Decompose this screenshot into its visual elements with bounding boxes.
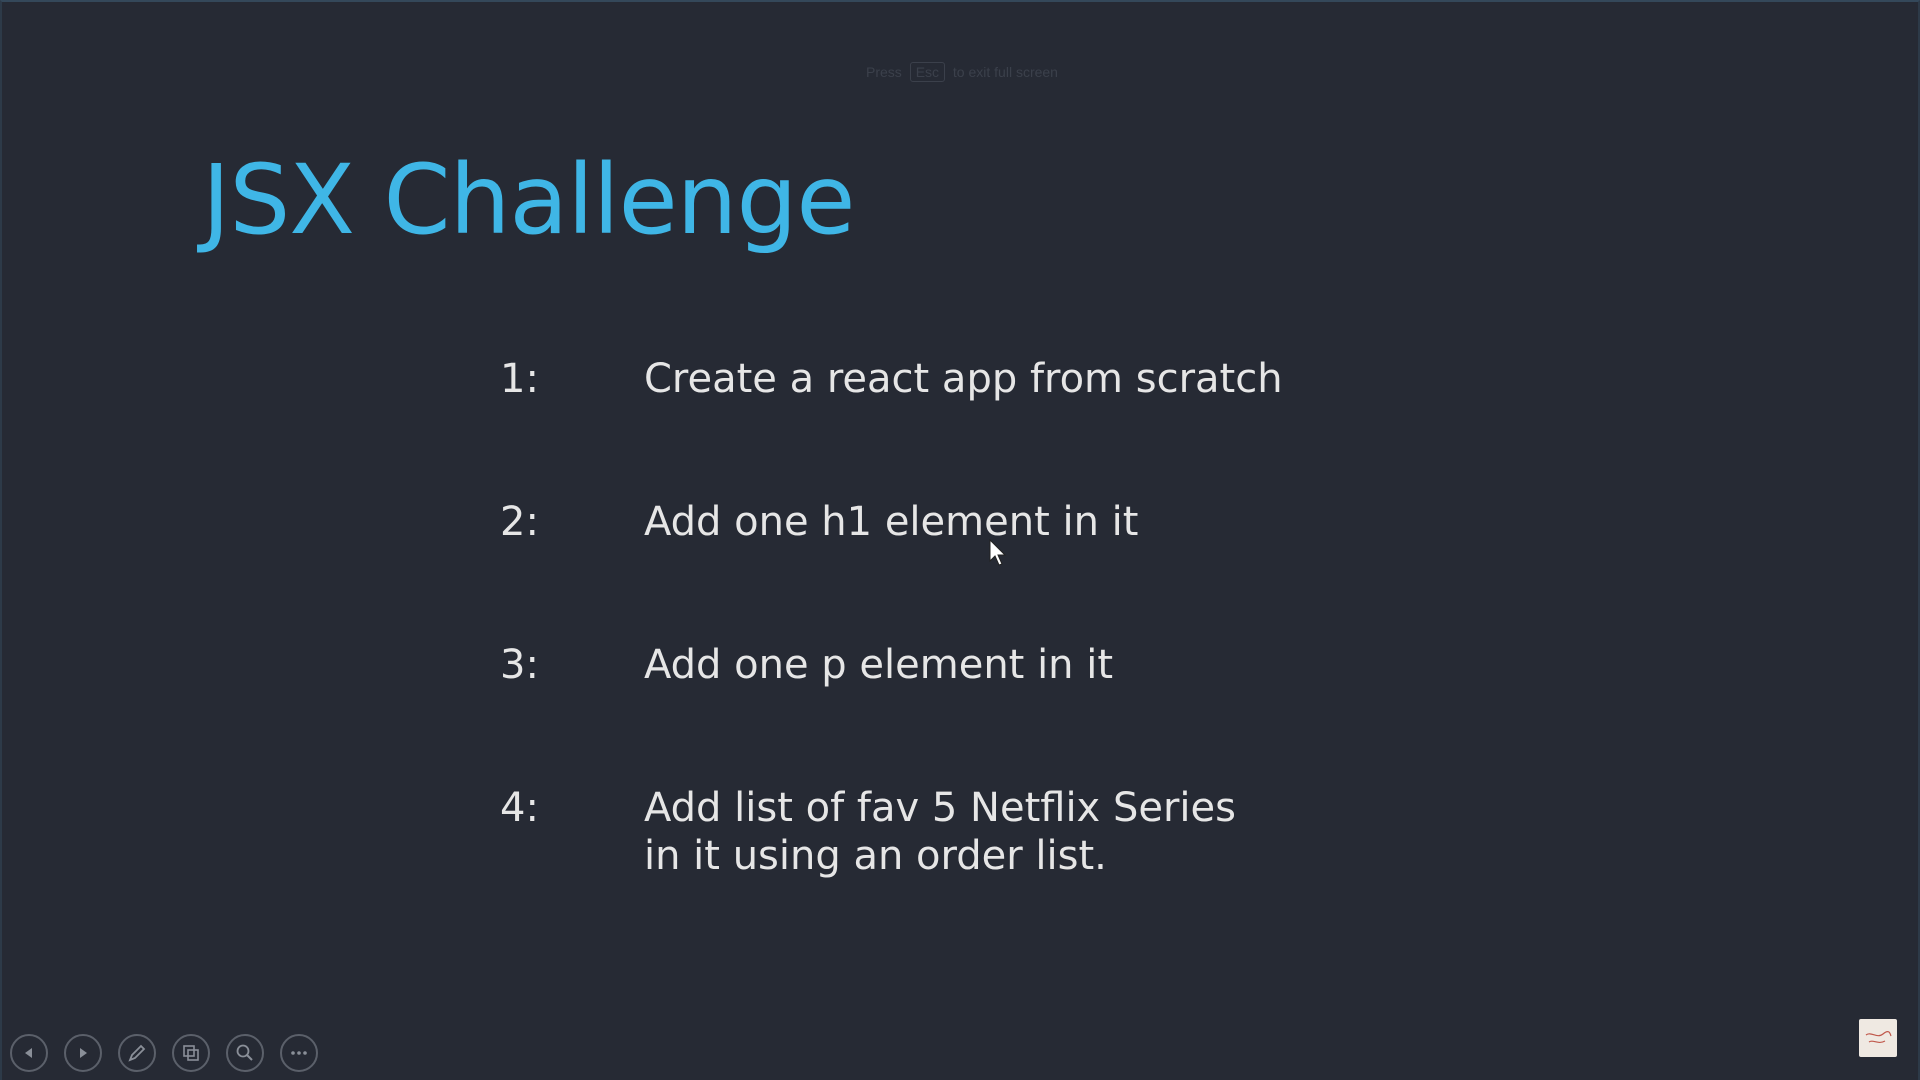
mouse-pointer-icon xyxy=(989,539,1007,566)
more-options-icon xyxy=(291,1051,307,1055)
see-all-slides-button[interactable] xyxy=(172,1034,210,1072)
exit-fullscreen-hint: Press Esc to exit full screen xyxy=(2,62,1920,82)
challenge-item-2: 2: Add one h1 element in it xyxy=(500,498,1300,546)
pen-tool-button[interactable] xyxy=(118,1034,156,1072)
item-text: Add one p element in it xyxy=(644,642,1114,688)
item-text: Create a react app from scratch xyxy=(644,356,1283,402)
zoom-icon xyxy=(236,1044,253,1061)
channel-logo xyxy=(1859,1019,1897,1057)
esc-key-label: Esc xyxy=(909,62,946,82)
item-text: Add one h1 element in it xyxy=(644,499,1139,545)
item-number: 2: xyxy=(500,499,539,545)
challenge-item-1: 1: Create a react app from scratch xyxy=(500,355,1300,403)
item-number: 4: xyxy=(500,785,539,831)
pen-icon xyxy=(128,1044,146,1062)
presenter-controls xyxy=(10,1034,334,1074)
item-number: 1: xyxy=(500,356,539,402)
previous-slide-button[interactable] xyxy=(10,1034,48,1072)
next-slide-icon xyxy=(80,1048,87,1058)
slides-grid-icon xyxy=(183,1045,199,1061)
exit-hint-prefix: Press xyxy=(866,64,902,80)
previous-slide-icon xyxy=(25,1048,32,1058)
slide-title: JSX Challenge xyxy=(202,144,855,256)
challenge-item-4: 4: Add list of fav 5 Netflix Series in i… xyxy=(500,784,1300,880)
item-text: Add list of fav 5 Netflix Series in it u… xyxy=(644,785,1236,879)
exit-hint-suffix: to exit full screen xyxy=(952,64,1058,80)
zoom-button[interactable] xyxy=(226,1034,264,1072)
challenge-item-3: 3: Add one p element in it xyxy=(500,641,1300,689)
next-slide-button[interactable] xyxy=(64,1034,102,1072)
more-options-button[interactable] xyxy=(280,1034,318,1072)
channel-logo-icon xyxy=(1865,1031,1892,1043)
item-number: 3: xyxy=(500,642,539,688)
